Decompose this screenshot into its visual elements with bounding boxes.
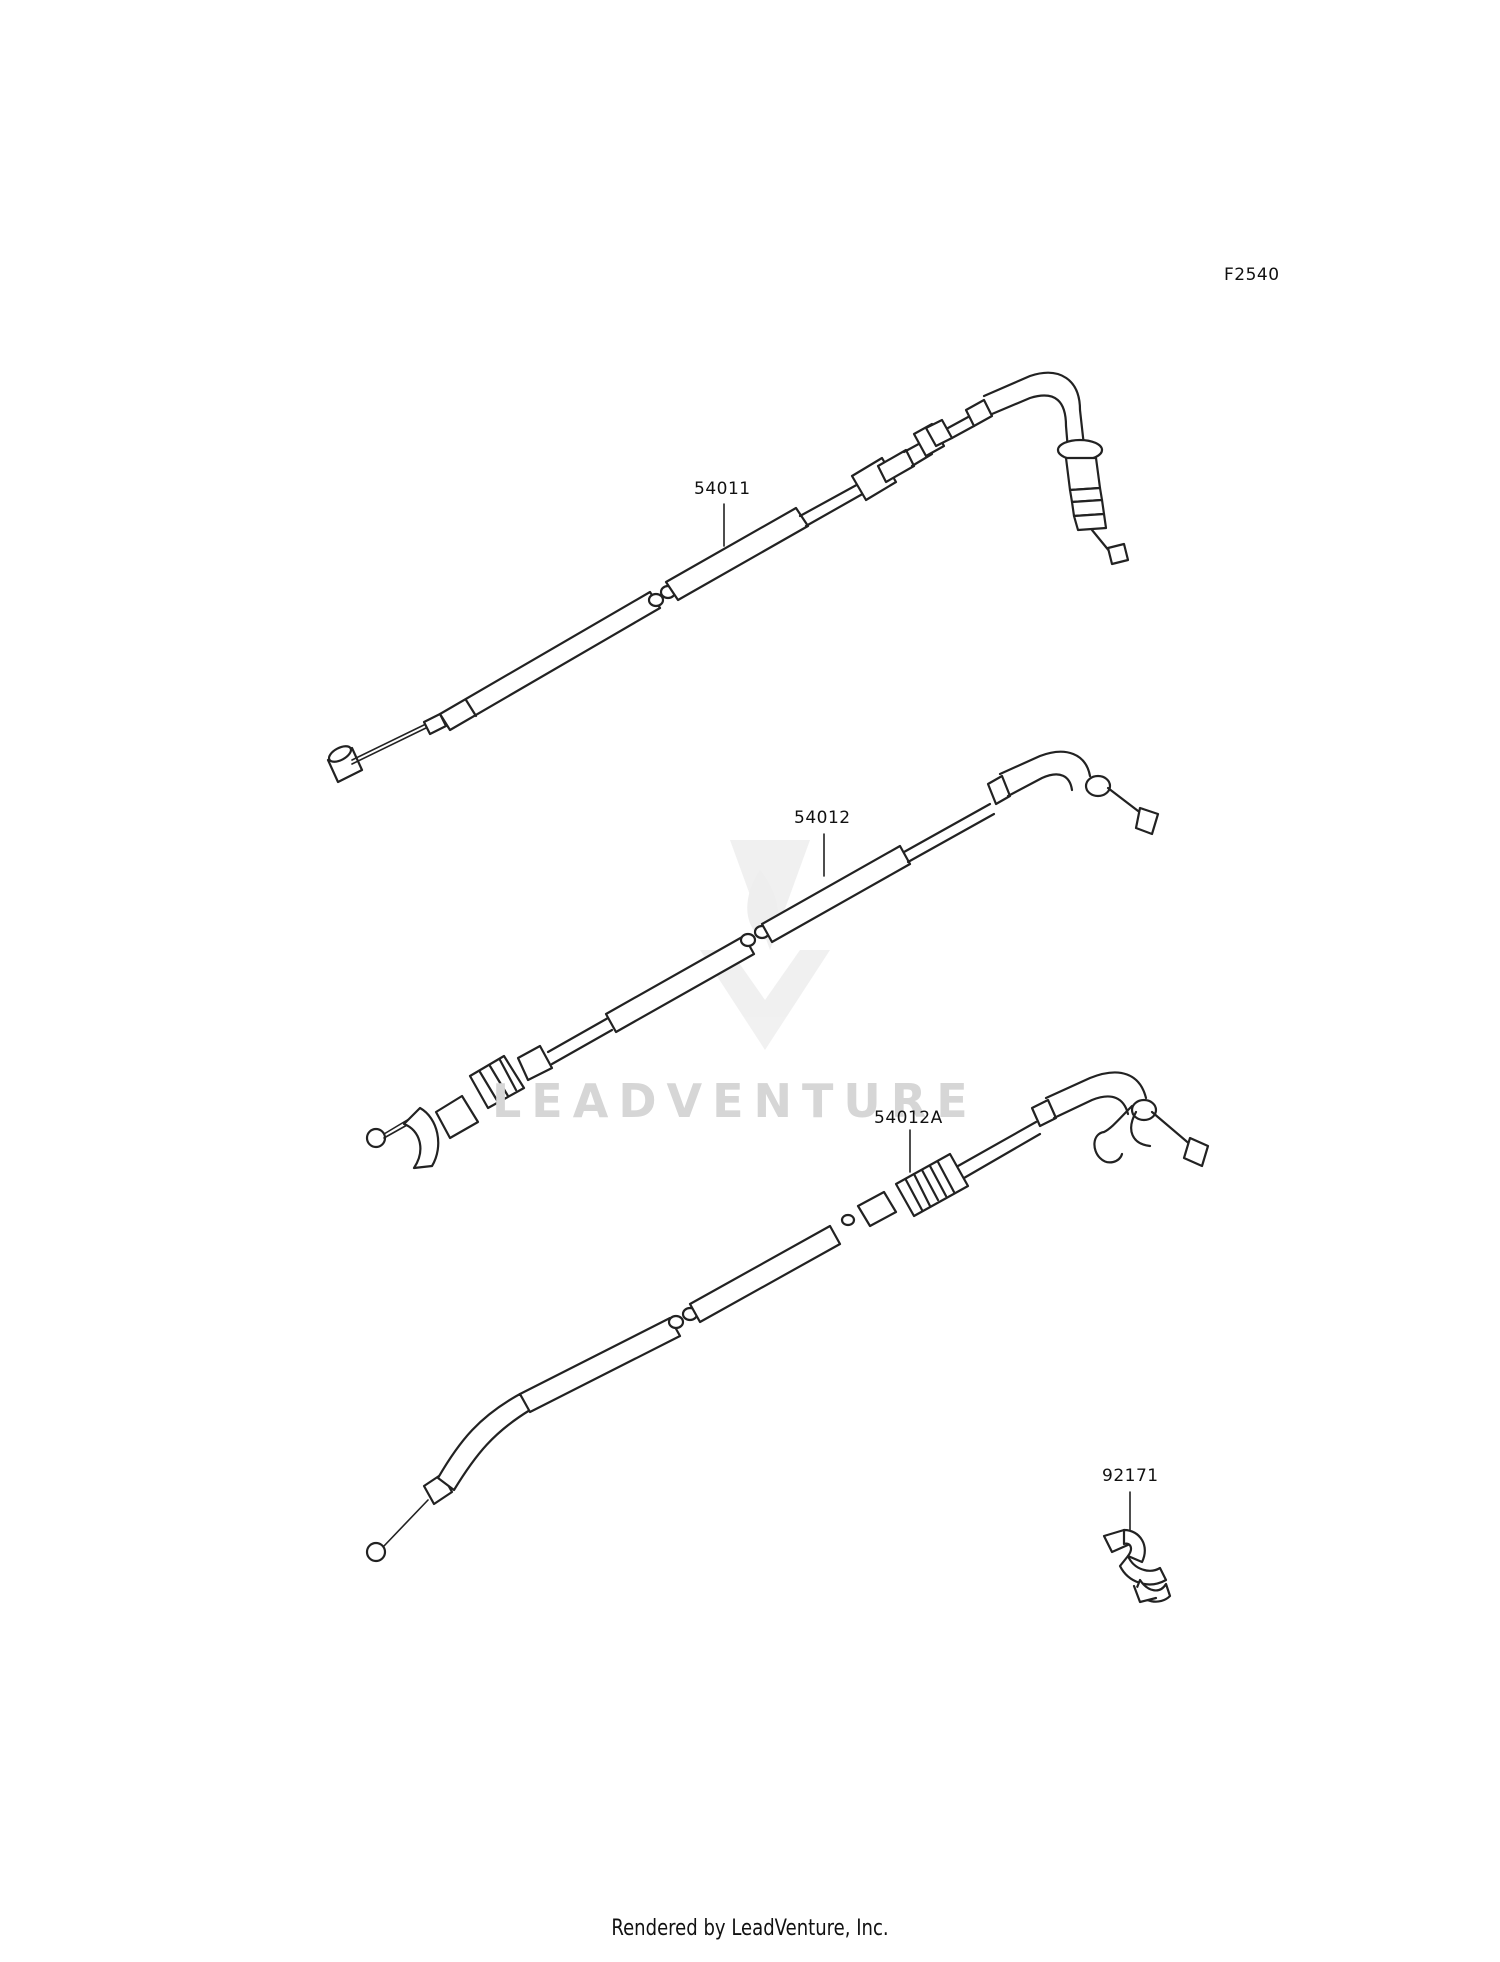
clamp-92171[interactable] [1102,1528,1172,1604]
part-label-54012[interactable]: 54012 [794,808,851,828]
footer-credit: Rendered by LeadVenture, Inc. [611,1916,889,1941]
cable-54012[interactable] [365,750,1160,1170]
watermark-logo [700,840,830,1050]
cable-54012a[interactable] [365,1071,1210,1563]
part-label-54012a[interactable]: 54012A [874,1108,943,1128]
diagram-code: F2540 [1224,265,1280,285]
cable-54011[interactable] [326,371,1130,784]
watermark-text: LEADVENTURE [492,1074,978,1128]
part-label-92171[interactable]: 92171 [1102,1466,1159,1486]
part-label-54011[interactable]: 54011 [694,479,751,499]
